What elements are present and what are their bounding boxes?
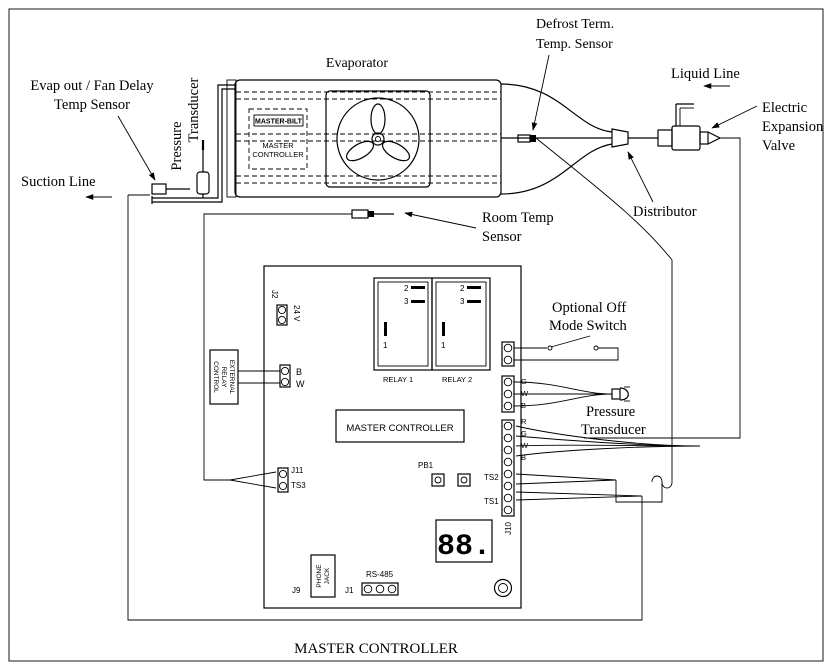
relay1-label: RELAY 1 <box>383 375 413 384</box>
ext-relay-line2: RELAY <box>220 367 227 388</box>
j11-label: J11 <box>291 466 304 475</box>
evaporator-label: Evaporator <box>326 56 389 71</box>
rs485-label: RS-485 <box>366 570 394 579</box>
suction-line-label: Suction Line <box>21 174 96 190</box>
liquid-line-label: Liquid Line <box>671 66 740 82</box>
ext-relay-line3: CONTROL <box>212 361 219 393</box>
fan-icon <box>325 90 431 188</box>
distributor-icon <box>611 128 629 148</box>
wire-b2-label: B <box>521 453 526 462</box>
pressure-transducer-vertical-label-2: Transducer <box>186 77 202 142</box>
pressure-transducer-label-1: Pressure <box>586 404 635 420</box>
panel-logo-text: MASTER-BILT <box>255 119 303 126</box>
wire-g1-label: G <box>521 377 527 386</box>
evap-out-sensor <box>151 183 167 195</box>
pb1-label: PB1 <box>418 461 434 470</box>
distributor-label: Distributor <box>633 204 697 220</box>
evap-out-label-2: Temp Sensor <box>54 97 130 113</box>
j10-label: J10 <box>504 521 513 534</box>
relay-2: 2 3 1 RELAY 2 <box>431 277 491 384</box>
evap-out-label-1: Evap out / Fan Delay <box>30 78 154 94</box>
outer-frame <box>8 8 824 662</box>
ext-relay-line1: EXTERNAL <box>228 360 235 395</box>
phone-jack-line1: PHONE <box>316 564 323 588</box>
defrost-label-1: Defrost Term. <box>536 17 614 32</box>
ts2-label: TS2 <box>484 473 499 482</box>
relay-1: 2 3 1 RELAY 1 <box>373 277 433 384</box>
off-mode-switch <box>514 335 619 361</box>
panel-controller-line1: MASTER <box>262 141 294 150</box>
wire-w2-label: W <box>521 441 529 450</box>
off-switch-label-1: Optional Off <box>552 300 626 316</box>
eev-label-2: Expansion <box>762 119 824 135</box>
expansion-valve <box>657 129 673 147</box>
distributor-piping <box>500 83 722 195</box>
j1-label: J1 <box>345 586 354 595</box>
field-wiring <box>127 137 741 621</box>
evaporator-unit: MASTER-BILT MASTER CONTROLLER <box>226 79 502 198</box>
diagram-caption: MASTER CONTROLLER <box>294 641 458 657</box>
terminal-strip <box>501 341 515 517</box>
relay2-label: RELAY 2 <box>442 375 472 384</box>
wire-g2-label: G <box>521 429 527 438</box>
controller-panel <box>248 108 308 170</box>
controller-board: J2 24 V 2 3 1 RELAY 1 2 3 1 RELAY 2 <box>209 265 529 609</box>
wire-r-label: R <box>521 417 527 426</box>
led-display <box>435 519 493 563</box>
j2-label: J2 <box>270 290 279 299</box>
relay1-pin1: 1 <box>383 341 388 350</box>
master-controller-chip <box>335 409 465 443</box>
suction-piping <box>128 84 235 204</box>
room-temp-label-1: Room Temp <box>482 210 554 226</box>
relay2-pin2: 2 <box>460 284 465 293</box>
wire-w1-label: W <box>521 389 529 398</box>
j9-label: J9 <box>292 586 301 595</box>
eev-label-3: Valve <box>762 138 795 154</box>
relay1-pin2: 2 <box>404 284 409 293</box>
pressure-transducer-label-2: Transducer <box>581 422 646 438</box>
phone-jack-line2: JACK <box>324 567 331 584</box>
pressure-transducer-connector <box>513 381 630 407</box>
eev-label-1: Electric <box>762 100 807 116</box>
ts1-label: TS1 <box>484 497 499 506</box>
w-terminal-label: W <box>296 379 305 389</box>
v24-label: 24 V <box>292 305 301 322</box>
mounting-hole <box>493 578 513 598</box>
pressure-transducer-vertical-label-1: Pressure <box>169 121 185 170</box>
relay2-pin3: 3 <box>460 297 465 306</box>
defrost-label-2: Temp. Sensor <box>536 37 613 52</box>
phone-jack <box>310 554 336 598</box>
external-relay-control-box <box>209 349 239 405</box>
room-temp-sensor <box>351 209 394 219</box>
led-display-value: 88. <box>437 530 491 564</box>
pressure-transducer-evap <box>196 171 210 195</box>
relay2-pin1: 1 <box>441 341 446 350</box>
relay1-pin3: 3 <box>404 297 409 306</box>
chip-label: MASTER CONTROLLER <box>346 423 453 434</box>
ts3-label: TS3 <box>291 481 306 490</box>
room-temp-label-2: Sensor <box>482 229 522 245</box>
panel-controller-line2: CONTROLLER <box>252 150 304 159</box>
rs485-terminal <box>361 582 399 596</box>
off-switch-label-2: Mode Switch <box>549 318 627 334</box>
b-terminal-label: B <box>296 367 302 377</box>
